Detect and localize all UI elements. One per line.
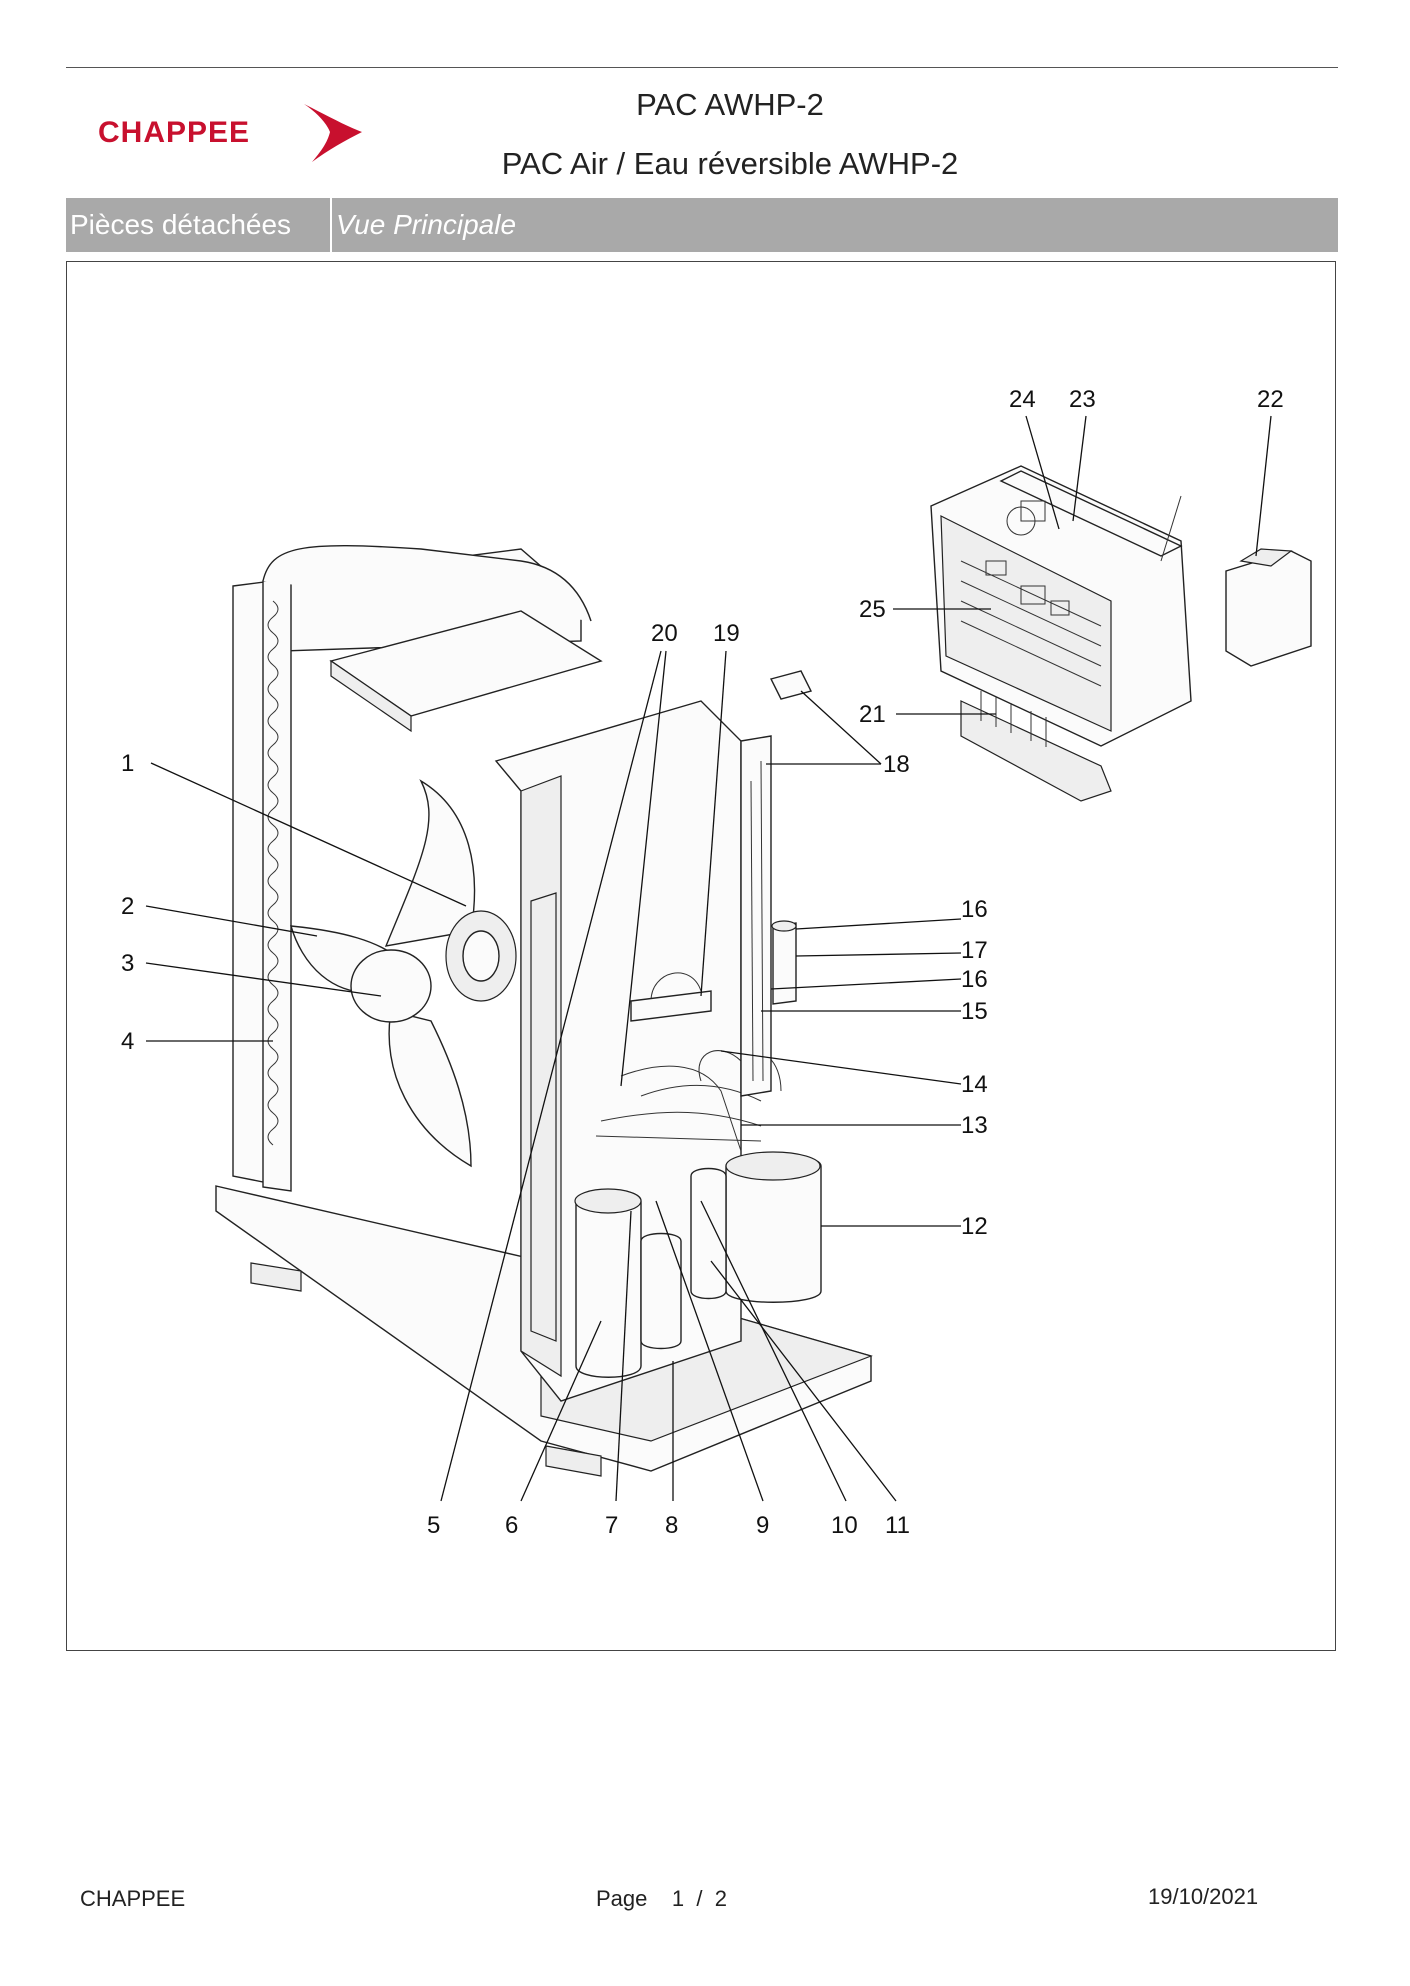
callout-3: 3 <box>121 950 134 977</box>
callout-17: 17 <box>961 937 988 964</box>
exploded-view-diagram: 1 2 3 4 5 6 7 8 9 10 11 12 13 14 15 16 1… <box>121 386 1312 1539</box>
electrical-box <box>769 465 1312 802</box>
callout-4: 4 <box>121 1028 134 1055</box>
footer-date: 19/10/2021 <box>1148 1884 1259 1909</box>
leader-lines <box>145 415 1272 1502</box>
callout-11: 11 <box>885 1512 910 1539</box>
footer-pagination: Page 1 / 2 <box>596 1886 727 1912</box>
callout-24: 24 <box>1009 386 1036 413</box>
brand-logo: CHAPPEE <box>98 100 368 170</box>
page-subtitle: PAC Air / Eau réversible AWHP-2 <box>501 146 959 181</box>
page-title: PAC AWHP-2 <box>636 87 824 122</box>
fan-assembly <box>290 779 517 1168</box>
top-rule <box>66 67 1338 68</box>
callout-15: 15 <box>961 998 988 1025</box>
diagram-frame: 1 2 3 4 5 6 7 8 9 10 11 12 13 14 15 16 1… <box>66 261 1336 1651</box>
chevron-logo-icon <box>304 104 362 162</box>
callout-5: 5 <box>427 1512 440 1539</box>
view-label: Vue Principale <box>336 209 517 240</box>
callout-21: 21 <box>859 701 886 728</box>
callout-16-lower: 16 <box>961 966 988 993</box>
callout-20: 20 <box>651 620 678 647</box>
footer-brand: CHAPPEE <box>80 1886 186 1911</box>
callout-23: 23 <box>1069 386 1096 413</box>
section-header-bar: Pièces détachées Vue Principale <box>66 198 1338 252</box>
logo-text: CHAPPEE <box>98 116 251 149</box>
callout-19: 19 <box>713 620 740 647</box>
callout-9: 9 <box>756 1512 769 1539</box>
page-word: Page <box>596 1886 648 1911</box>
page-total: 2 <box>714 1886 727 1911</box>
unit-housing <box>215 545 873 1477</box>
callout-8: 8 <box>665 1512 678 1539</box>
callout-13: 13 <box>961 1112 988 1139</box>
compressor-group <box>574 735 822 1378</box>
callout-18: 18 <box>883 751 910 778</box>
callout-7: 7 <box>605 1512 618 1539</box>
callout-14: 14 <box>961 1071 988 1098</box>
callout-16-upper: 16 <box>961 896 988 923</box>
callout-10: 10 <box>831 1512 858 1539</box>
page-current: 1 <box>671 1886 685 1911</box>
callout-1: 1 <box>121 750 134 777</box>
callout-2: 2 <box>121 893 134 920</box>
callout-22: 22 <box>1257 386 1284 413</box>
callout-25: 25 <box>859 596 886 623</box>
section-label: Pièces détachées <box>66 198 332 252</box>
callout-12: 12 <box>961 1213 988 1240</box>
callout-6: 6 <box>505 1512 518 1539</box>
callout-labels: 1 2 3 4 5 6 7 8 9 10 11 12 13 14 15 16 1… <box>121 386 1284 1539</box>
page-separator: / <box>696 1886 703 1911</box>
